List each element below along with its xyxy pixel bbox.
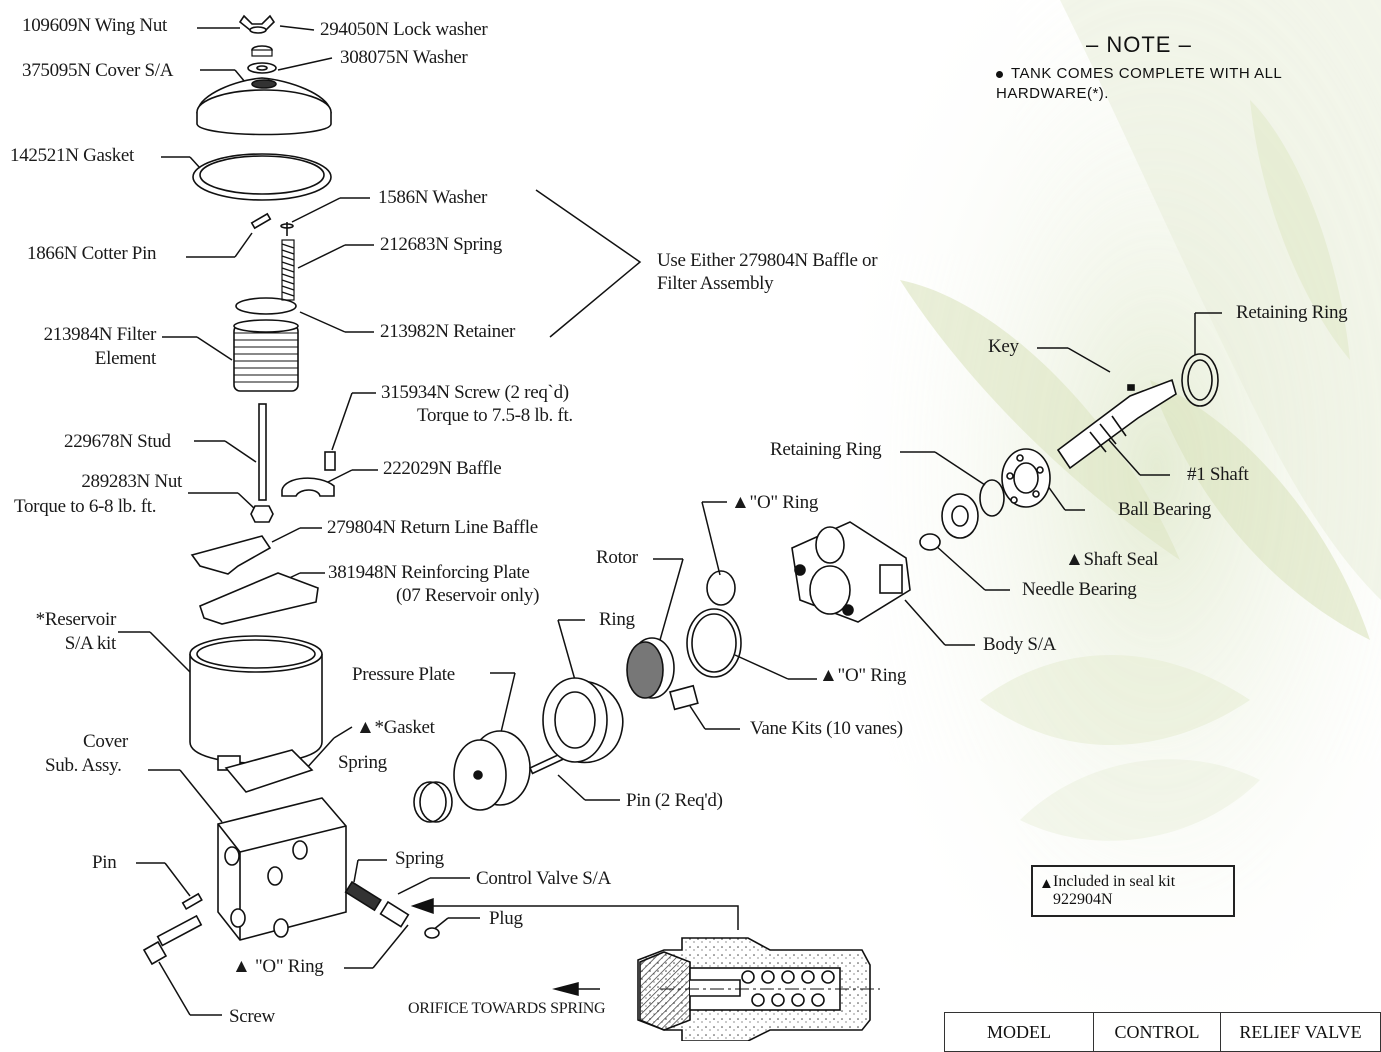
label-filter-element-1: 213984N Filter [43,324,157,345]
label-cotter-pin: 1866N Cotter Pin [27,243,157,264]
label-spring-mid: Spring [338,752,387,773]
cover-part [196,77,332,136]
label-cover-sub-1: Cover [83,731,128,752]
label-ball-bearing: Ball Bearing [1118,499,1211,520]
label-retainer: 213982N Retainer [380,321,516,342]
cover-sub-assembly-part [217,797,347,941]
label-needle-bearing: Needle Bearing [1022,579,1137,600]
label-washer-308075: 308075N Washer [340,47,468,68]
label-pressure-plate: Pressure Plate [352,664,455,685]
label-reservoir-1: *Reservoir [35,609,117,630]
label-retaining-ring-mid: Retaining Ring [770,439,882,460]
label-reservoir-2: S/A kit [64,633,117,654]
filter-element-part [233,319,299,392]
label-reinforcing-note: (07 Reservoir only) [396,585,540,606]
spring-part [281,239,295,301]
label-o-ring-top: ▲"O" Ring [731,492,819,513]
part-drawings [142,14,1219,966]
label-spring-left: Spring [395,848,444,869]
label-screw-bottom: Screw [229,1006,275,1027]
pressure-plate-part [453,730,531,811]
label-wing-nut: 109609N Wing Nut [22,15,168,36]
note-text: TANK COMES COMPLETE WITH ALL HARDWARE(*)… [996,64,1326,104]
label-body-sa: Body S/A [983,634,1057,655]
note-title: – NOTE – [1086,32,1192,57]
parts-table: MODEL CONTROL RELIEF VALVE [944,1012,1381,1052]
label-baffle-222029: 222029N Baffle [383,458,502,479]
label-use-either: Use Either 279804N Baffle or [657,250,878,271]
header-control: CONTROL [1093,1012,1221,1052]
label-rotor: Rotor [596,547,638,568]
bullet-icon [996,70,1003,78]
seal-kit-legend: ▲ Included in seal kit 922904N [1031,865,1235,917]
label-filter-assembly: Filter Assembly [657,273,774,294]
label-o-ring-bottom: ▲ "O" Ring [232,956,324,977]
shaft-part [1056,378,1177,470]
label-lock-washer: 294050N Lock washer [320,19,488,40]
control-valve-section [637,937,880,1041]
label-control-valve: Control Valve S/A [476,868,611,889]
seal-kit-line2: 922904N [1053,891,1113,908]
label-shaft-seal: ▲Shaft Seal [1065,549,1159,570]
label-vane-kits: Vane Kits (10 vanes) [750,718,903,739]
label-cover-sa: 375095N Cover S/A [22,60,174,81]
rotor-part [626,637,675,699]
label-orifice: ORIFICE TOWARDS SPRING [408,1000,606,1017]
label-screw-315934: 315934N Screw (2 req`d) [381,382,569,403]
label-cover-sub-2: Sub. Assy. [45,755,122,776]
seal-kit-line1: Included in seal kit [1053,873,1176,890]
label-washer-1586: 1586N Washer [378,187,488,208]
leader-lines [118,25,1222,1016]
label-nut-torque: Torque to 6-8 lb. ft. [14,496,157,517]
label-ring: Ring [599,609,635,630]
bolt-part [142,914,203,966]
parts-table-header: MODEL CONTROL RELIEF VALVE [944,1012,1381,1052]
label-filter-element-2: Element [94,348,157,369]
label-reinforcing-plate: 381948N Reinforcing Plate [328,562,530,583]
label-return-line-baffle: 279804N Return Line Baffle [327,517,538,538]
label-key: Key [988,336,1019,357]
leaf-background [820,0,1381,1041]
label-nut-289283: 289283N Nut [81,471,182,492]
label-shaft: #1 Shaft [1187,464,1249,485]
triangle-icon: ▲ [1039,876,1054,892]
label-spring-212683: 212683N Spring [380,234,502,255]
label-gasket-kit: ▲*Gasket [356,717,435,738]
label-screw-torque: Torque to 7.5-8 lb. ft. [417,405,573,426]
reservoir-part [189,635,323,771]
body-sa-part [791,521,911,623]
header-relief-valve: RELIEF VALVE [1220,1012,1381,1052]
note-body: TANK COMES COMPLETE WITH ALL HARDWARE(*)… [996,65,1282,102]
label-o-ring-mid: ▲"O" Ring [819,665,907,686]
label-pin-2req: Pin (2 Req'd) [626,790,723,811]
ring-part [542,677,624,764]
label-stud: 229678N Stud [64,431,171,452]
wing-nut-part [238,14,276,34]
label-plug: Plug [489,908,523,929]
header-model: MODEL [944,1012,1094,1052]
label-pin-left: Pin [92,852,117,873]
label-gasket-142521: 142521N Gasket [10,145,135,166]
ball-bearing-part [1001,448,1051,508]
label-retaining-ring-top: Retaining Ring [1236,302,1348,323]
